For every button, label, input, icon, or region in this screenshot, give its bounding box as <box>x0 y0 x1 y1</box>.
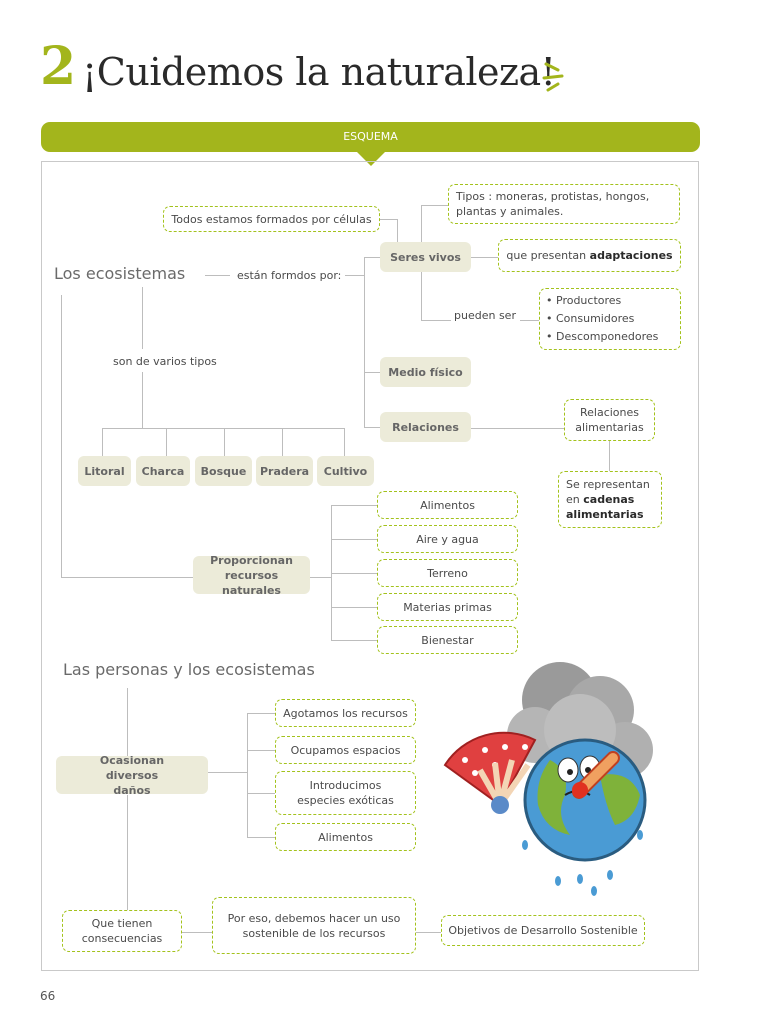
hot-earth-illustration <box>440 655 660 900</box>
varios-tipos-label: son de varios tipos <box>113 355 217 368</box>
ods-box: Objetivos de Desarrollo Sostenible <box>441 915 645 946</box>
tipo-bosque: Bosque <box>195 456 252 486</box>
tipos-box: Tipos : moneras, protistas, hongos, plan… <box>448 184 680 224</box>
tipo-litoral: Litoral <box>78 456 131 486</box>
dano-item: Ocupamos espacios <box>275 736 416 764</box>
recurso-item: Terreno <box>377 559 518 587</box>
sostenible-box: Por eso, debemos hacer un uso sostenible… <box>212 897 416 954</box>
tipo-pradera: Pradera <box>256 456 313 486</box>
pueden-ser-label: pueden ser <box>454 309 516 322</box>
earth-icon <box>525 740 645 860</box>
chapter-number: 2 <box>40 36 76 97</box>
medio-fisico-box: Medio físico <box>380 357 471 387</box>
recurso-item: Alimentos <box>377 491 518 519</box>
page-number: 66 <box>40 989 55 1003</box>
page-title: ¡Cuidemos la naturaleza! <box>82 50 555 94</box>
ocasionan-box: Ocasionan diversos daños <box>56 756 208 794</box>
list-item: • Descomponedores <box>546 328 658 346</box>
list-item: • Productores <box>546 292 658 310</box>
roles-box: • Productores • Consumidores • Descompon… <box>539 288 681 350</box>
ecosistemas-heading: Los ecosistemas <box>54 264 185 283</box>
recurso-item: Materias primas <box>377 593 518 621</box>
consecuencias-box: Que tienen consecuencias <box>62 910 182 952</box>
dano-item: Alimentos <box>275 823 416 851</box>
sparkle-icon <box>540 56 570 96</box>
recurso-item: Bienestar <box>377 626 518 654</box>
adaptaciones-box: que presentan adaptaciones <box>498 239 681 272</box>
tipo-charca: Charca <box>136 456 190 486</box>
tipo-cultivo: Cultivo <box>317 456 374 486</box>
fan-icon <box>445 733 535 814</box>
formados-label: están formdos por: <box>237 269 341 282</box>
relaciones-alimentarias-box: Relaciones alimentarias <box>564 399 655 441</box>
celulas-box: Todos estamos formados por células <box>163 206 380 232</box>
personas-heading: Las personas y los ecosistemas <box>63 660 315 679</box>
dano-item: Agotamos los recursos <box>275 699 416 727</box>
cadenas-box: Se representan en cadenas alimentarias <box>558 471 662 528</box>
esquema-banner: ESQUEMA <box>41 122 700 152</box>
relaciones-box: Relaciones <box>380 412 471 442</box>
dano-item: Introducimos especies exóticas <box>275 771 416 815</box>
seres-vivos-box: Seres vivos <box>380 242 471 272</box>
list-item: • Consumidores <box>546 310 658 328</box>
proporcionan-box: Proporcionan recursos naturales <box>193 556 310 594</box>
recurso-item: Aire y agua <box>377 525 518 553</box>
